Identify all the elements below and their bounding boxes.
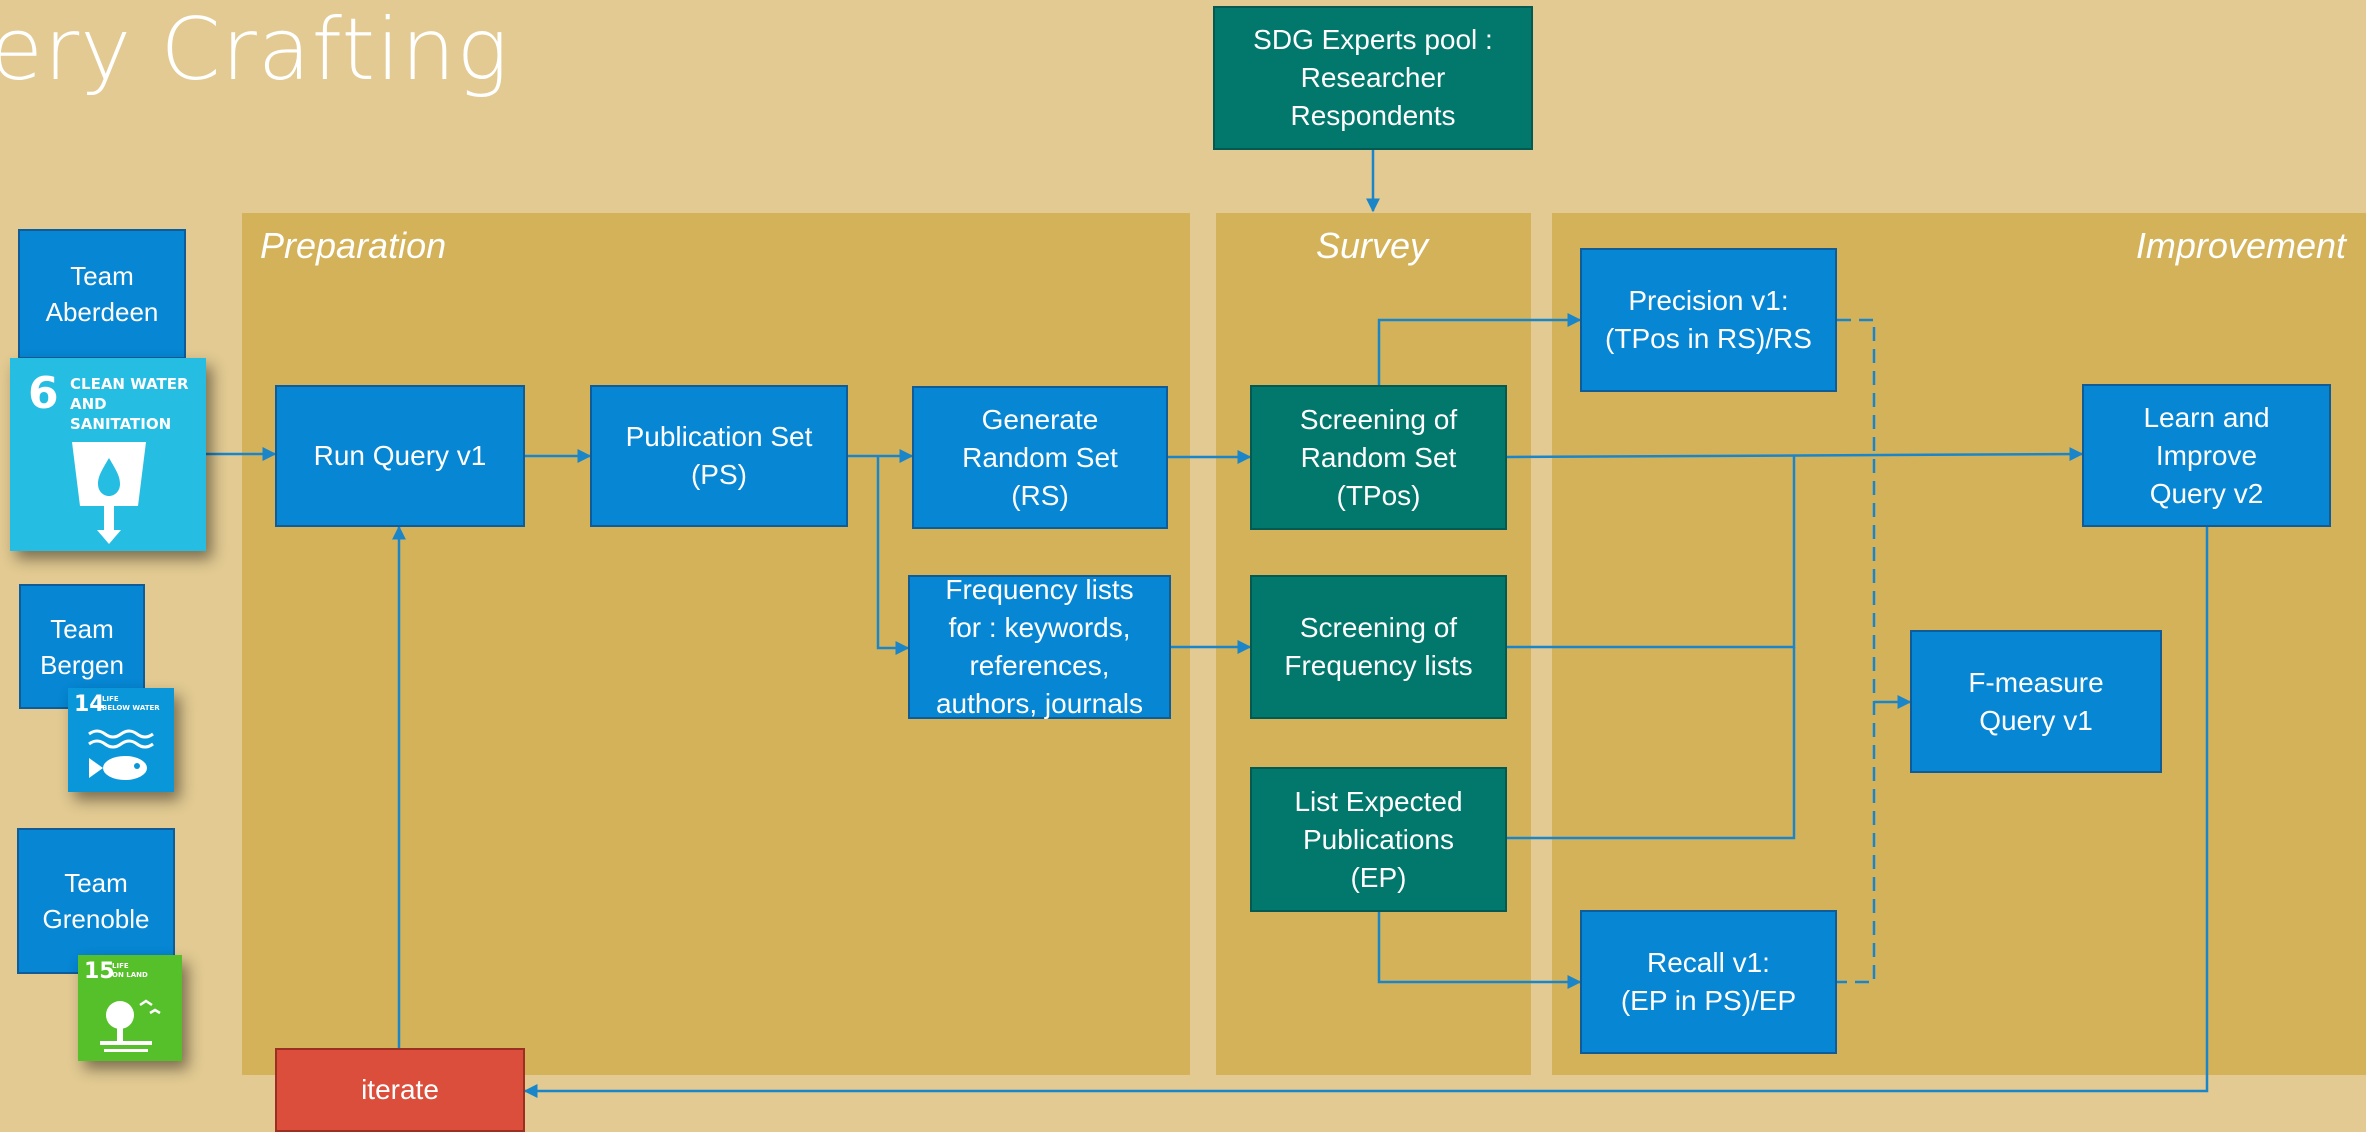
improvement-panel-title: Improvement	[2135, 225, 2346, 266]
fish-icon	[88, 729, 154, 780]
sdg-experts-pool-box: SDG Experts pool : Researcher Respondent…	[1213, 6, 1533, 150]
precision-box: Precision v1: (TPos in RS)/RS	[1580, 248, 1837, 392]
screening-frequency-lists-box: Screening of Frequency lists	[1250, 575, 1507, 719]
team-grenoble-box: Team Grenoble	[17, 828, 175, 974]
sdg15-number: 15	[84, 959, 115, 984]
sdg6-number: 6	[28, 368, 59, 419]
recall-box: Recall v1: (EP in PS)/EP	[1580, 910, 1837, 1054]
sdg15-life-on-land-badge: 15 LIFE ON LAND	[78, 955, 182, 1061]
f-measure-box: F-measure Query v1	[1910, 630, 2162, 773]
sdg6-clean-water-badge: 6 CLEAN WATER AND SANITATION	[10, 358, 206, 551]
sdg14-number: 14	[74, 692, 105, 717]
publication-set-box: Publication Set (PS)	[590, 385, 848, 527]
run-query-box: Run Query v1	[275, 385, 525, 527]
generate-random-set-box: Generate Random Set (RS)	[912, 386, 1168, 529]
preparation-panel-title: Preparation	[260, 225, 447, 266]
screening-random-set-box: Screening of Random Set (TPos)	[1250, 385, 1507, 530]
water-glass-icon	[72, 442, 146, 544]
page-title: ery Crafting	[0, 0, 510, 100]
sdg6-label: CLEAN WATER AND SANITATION	[70, 375, 189, 433]
frequency-lists-box: Frequency lists for : keywords, referenc…	[908, 574, 1171, 719]
survey-panel-title: Survey	[1316, 225, 1429, 266]
sdg14-life-below-water-badge: 14 LIFE BELOW WATER	[68, 688, 174, 792]
list-expected-publications-box: List Expected Publications (EP)	[1250, 767, 1507, 912]
team-bergen-box: Team Bergen	[19, 584, 145, 709]
tree-icon	[100, 999, 161, 1052]
learn-improve-box: Learn and Improve Query v2	[2082, 384, 2331, 527]
sdg15-label: LIFE ON LAND	[112, 962, 148, 979]
sdg14-label: LIFE BELOW WATER	[102, 695, 160, 712]
iterate-box: iterate	[275, 1048, 525, 1132]
team-aberdeen-box: Team Aberdeen	[18, 229, 186, 359]
